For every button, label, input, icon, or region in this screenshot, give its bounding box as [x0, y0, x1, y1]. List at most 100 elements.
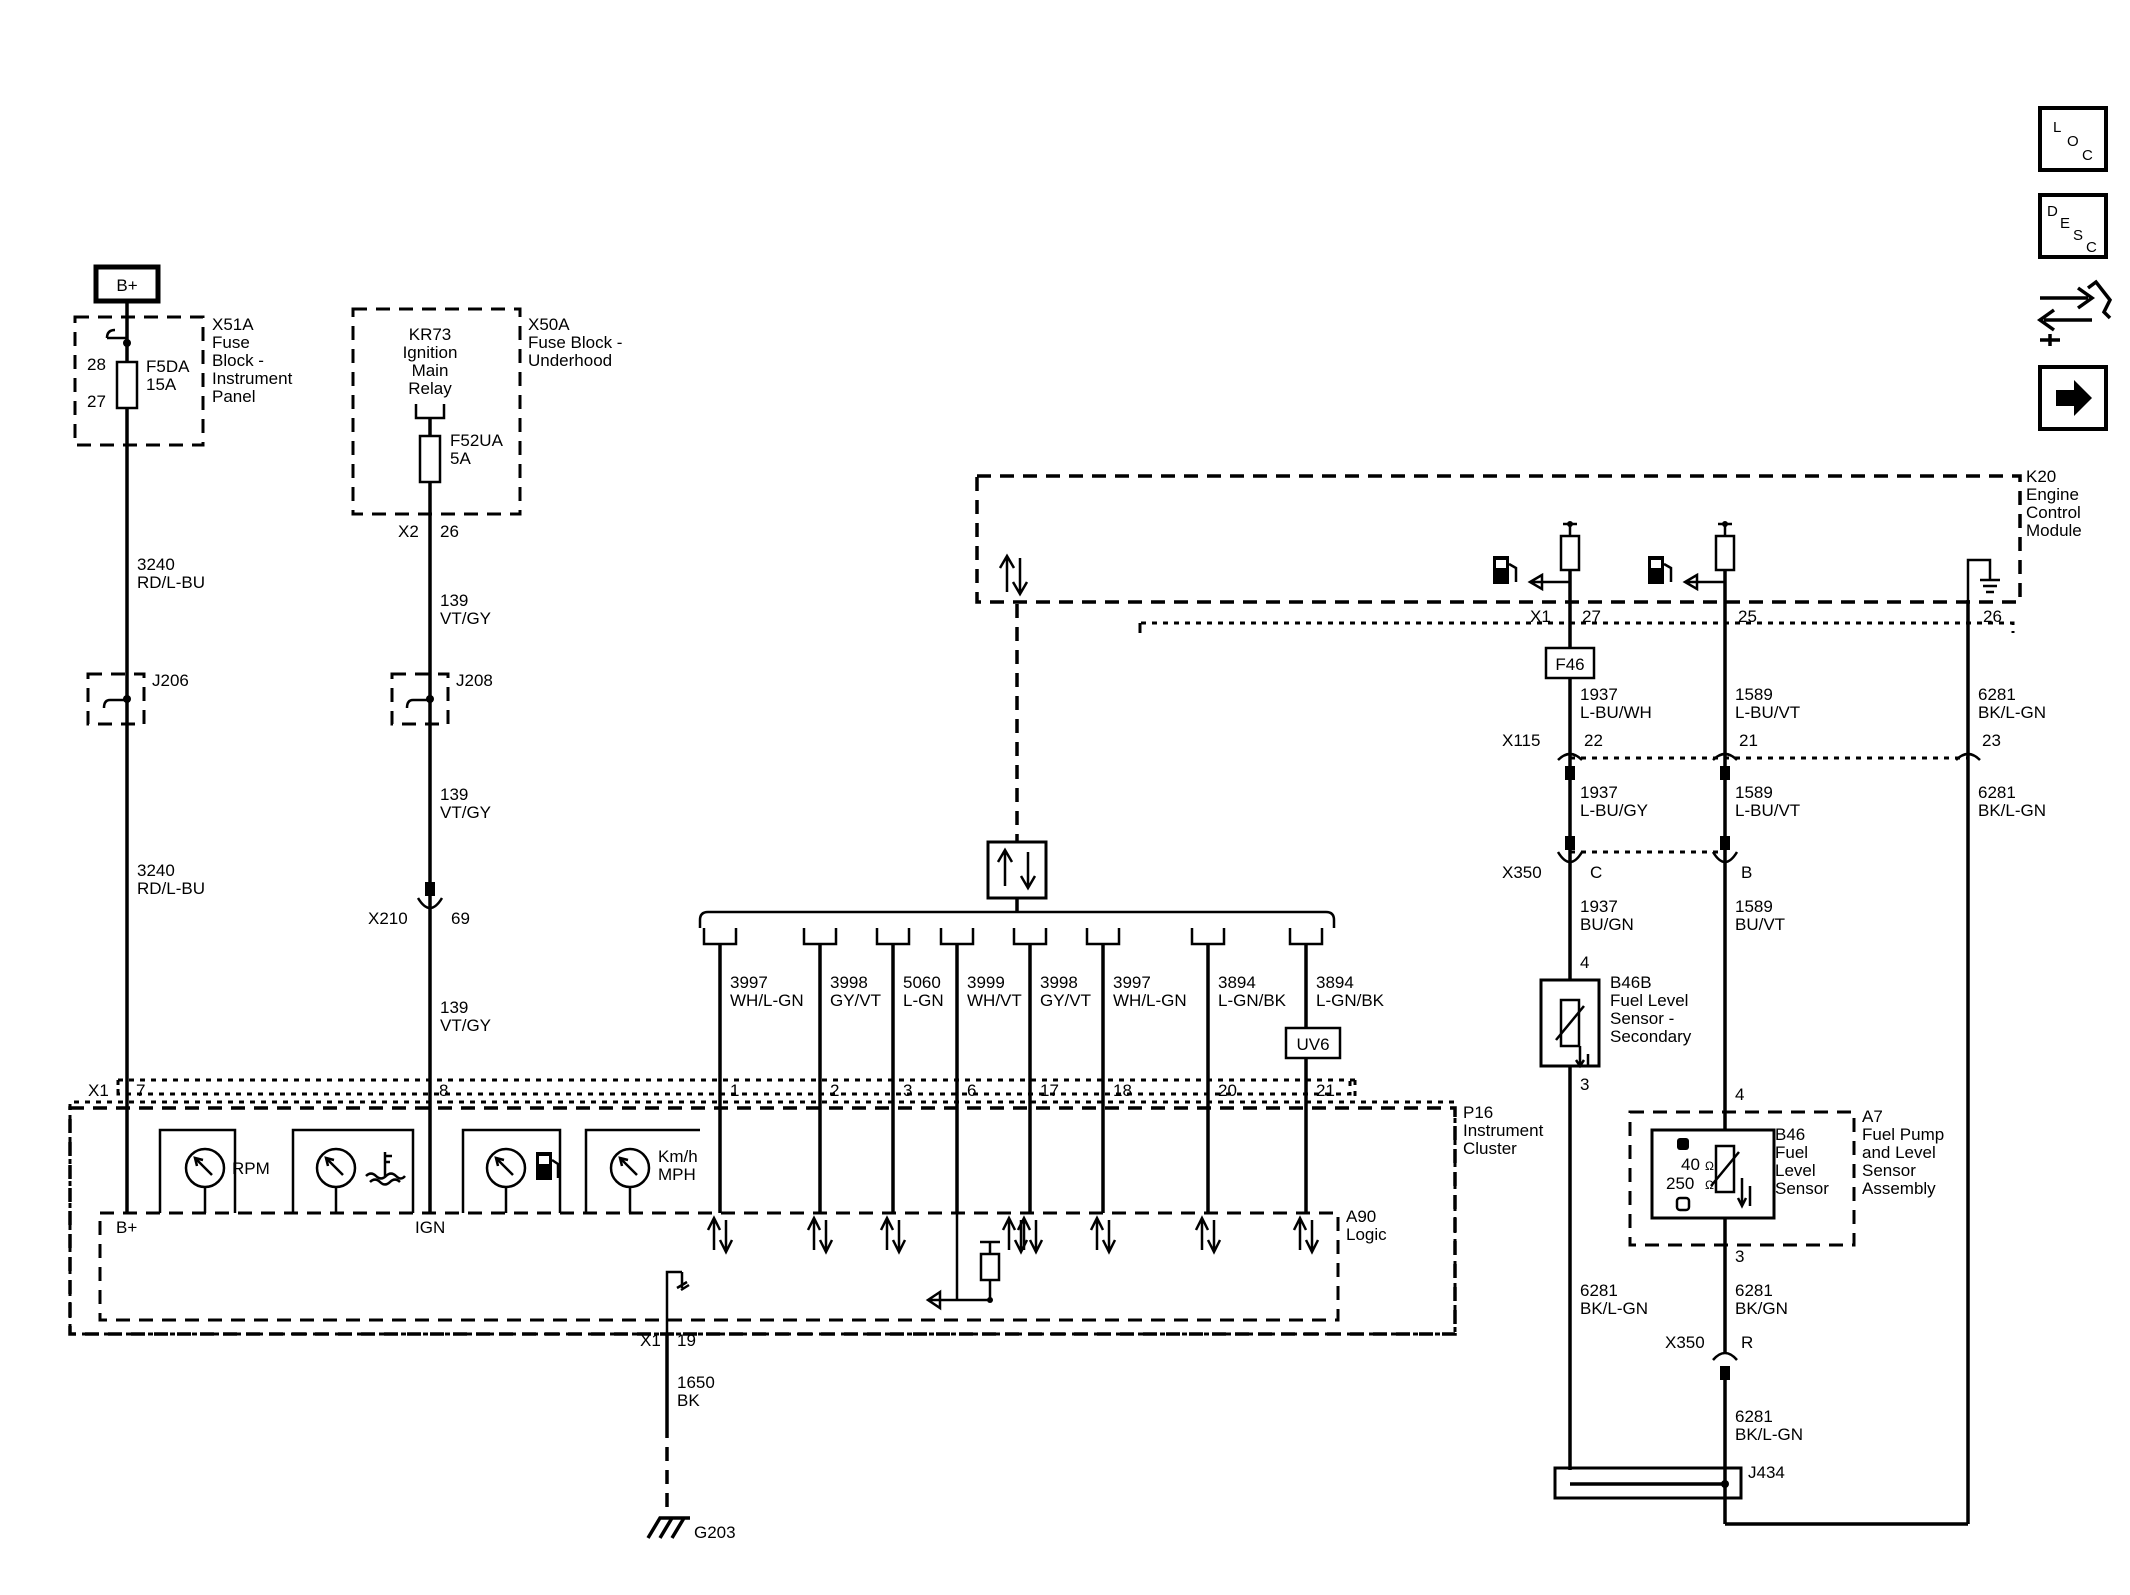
rpm-gauge: RPM [158, 1128, 270, 1213]
k20-x1-connector-outline [1138, 621, 2015, 633]
color-6281-d: BK/GN [1735, 1299, 1788, 1318]
cluster-x1-label: X1 [88, 1081, 109, 1100]
cluster-bplus-label: B+ [116, 1218, 137, 1237]
b46-desc-2: Level [1775, 1161, 1816, 1180]
ground-g203-icon [646, 1516, 690, 1539]
k20-x1-label: X1 [1530, 607, 1551, 626]
color-139-c: VT/GY [440, 1016, 491, 1035]
bus-pin-17: 17 [1040, 1081, 1059, 1100]
a90-id: A90 [1346, 1207, 1376, 1226]
b46-id: B46 [1775, 1125, 1805, 1144]
bidirectional-arrow-icon [1089, 1215, 1117, 1255]
circuit-1589-a: 1589 [1735, 685, 1773, 704]
bplus-label: B+ [116, 276, 137, 295]
next-arrow-button[interactable] [2038, 365, 2108, 431]
fuse-f5da-amps: 15A [146, 375, 177, 394]
description-button[interactable]: D E S C [2038, 193, 2108, 259]
circuit-6281-d: 6281 [1735, 1281, 1773, 1300]
p16-instrument-cluster [68, 1106, 1457, 1336]
fuse-f5da-label: F5DA [146, 357, 190, 376]
x50a-desc-2: Underhood [528, 351, 612, 370]
bplus-source: B+ [93, 264, 161, 304]
x115-label: X115 [1502, 731, 1540, 750]
color-6281-b: BK/L-GN [1978, 801, 2046, 820]
f46-block: F46 [1544, 646, 1596, 680]
bus-pin-21: 21 [1316, 1081, 1335, 1100]
color-139-b: VT/GY [440, 803, 491, 822]
connector-icon[interactable] [2036, 279, 2113, 346]
x50a-desc-1: Fuse Block - [528, 333, 622, 352]
a90-desc: Logic [1346, 1225, 1387, 1244]
color-3240-lower: RD/L-BU [137, 879, 205, 898]
p16-desc-2: Cluster [1463, 1139, 1517, 1158]
bus-circuit-18: 3997 [1113, 973, 1151, 992]
relay-contact-icon [414, 404, 446, 420]
b46b-pin-3: 3 [1580, 1075, 1589, 1094]
desc-s: S [2073, 227, 2083, 244]
fuse-f5da-icon [115, 360, 139, 410]
b46-desc-1: Fuel [1775, 1143, 1808, 1162]
coolant-temp-gauge [291, 1128, 415, 1213]
circuit-6281-b: 6281 [1978, 783, 2016, 802]
b46b-desc-1: Fuel Level [1610, 991, 1688, 1010]
color-1650: BK [677, 1391, 700, 1410]
color-1937-b: L-BU/GY [1580, 801, 1648, 820]
bus-circuit-1: 3997 [730, 973, 768, 992]
k20-id: K20 [2026, 467, 2056, 486]
x2-connector: X2 [398, 522, 419, 541]
x350-pin-c: C [1590, 863, 1602, 882]
color-6281-c: BK/L-GN [1580, 1299, 1648, 1318]
desc-e: E [2060, 215, 2070, 232]
circuit-1937-a: 1937 [1580, 685, 1618, 704]
bus-color-20: L-GN/BK [1218, 991, 1287, 1010]
circuit-1937-c: 1937 [1580, 897, 1618, 916]
location-button[interactable]: L O C [2038, 106, 2108, 172]
bus-pin-6: 6 [967, 1081, 976, 1100]
connector-x350-lower: X350 R [1665, 1333, 1753, 1380]
cluster-ign-label: IGN [415, 1218, 445, 1237]
color-6281-e: BK/L-GN [1735, 1425, 1803, 1444]
x115-pin-23: 23 [1982, 731, 2001, 750]
bus-color-21: L-GN/BK [1316, 991, 1385, 1010]
relay-kr73: KR73 [409, 325, 452, 344]
p16-id: P16 [1463, 1103, 1493, 1122]
desc-d: D [2047, 203, 2058, 220]
x51a-pin-28: 28 [87, 355, 106, 374]
b46b-id: B46B [1610, 973, 1652, 992]
speedometer-gauge: Km/h MPH [584, 1128, 700, 1213]
circuit-3240-upper: 3240 [137, 555, 175, 574]
ground-g203-label: G203 [694, 1523, 736, 1542]
bidirectional-arrow-icon [706, 1215, 734, 1255]
x210-pin-69: 69 [451, 909, 470, 928]
bus-circuit-2: 3998 [830, 973, 868, 992]
fuel-pump-icon [1493, 556, 1518, 584]
bidirectional-arrow-icon [1194, 1215, 1222, 1255]
splice-j434: J434 [1553, 1463, 1785, 1500]
fuel-pump-icon [536, 1152, 560, 1180]
b46b-desc-2: Sensor - [1610, 1009, 1674, 1028]
desc-c: C [2086, 239, 2097, 256]
ground-circuit: X1 19 1650 BK G203 [640, 1270, 736, 1542]
bus-circuit-3: 5060 [903, 973, 941, 992]
x51a-desc-3: Instrument [212, 369, 293, 388]
bus-pin-1: 1 [730, 1081, 739, 1100]
color-1589-b: L-BU/VT [1735, 801, 1800, 820]
fuse-f52ua-icon [418, 434, 442, 484]
x350-lower-label: X350 [1665, 1333, 1705, 1352]
connector-x210: X210 69 [368, 882, 470, 928]
fuse-f52ua-label: F52UA [450, 431, 504, 450]
pin6-output-circuit [925, 1213, 1001, 1311]
ecm-serial-data-arrows [998, 553, 1029, 597]
circuit-139-c: 139 [440, 998, 468, 1017]
bidirectional-arrow-icon [1292, 1215, 1320, 1255]
ground-pin-19: 19 [677, 1331, 696, 1350]
circuit-139-a: 139 [440, 591, 468, 610]
b46-pin-4: 4 [1735, 1085, 1744, 1104]
a7-fuel-pump-assembly: 40 Ω 250 Ω 4 3 B46 Fuel Level Sensor A7 … [1628, 1085, 1944, 1266]
kmh-label: Km/h [658, 1147, 698, 1166]
color-3240-upper: RD/L-BU [137, 573, 205, 592]
